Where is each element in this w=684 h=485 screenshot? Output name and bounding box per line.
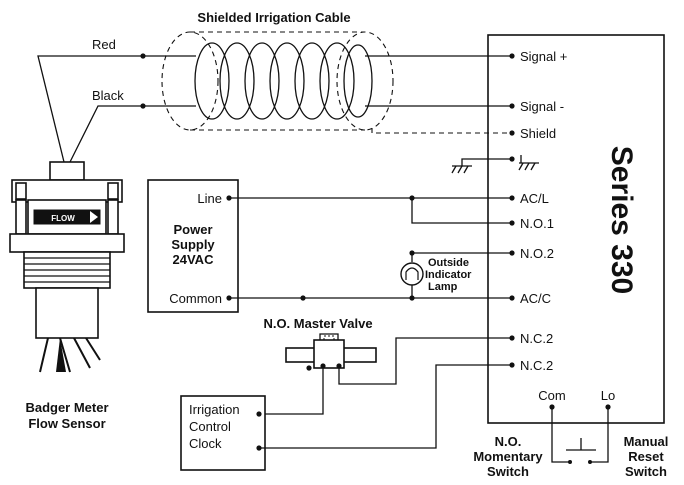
manual-reset-label-2: Reset	[628, 449, 664, 464]
valve-to-nc2-wire	[338, 337, 512, 385]
clock-to-nc2-wire	[259, 364, 512, 449]
series-330-title: Series 330	[605, 146, 638, 294]
sensor-label-line1: Badger Meter	[25, 400, 108, 415]
momentary-label-2: Momentary	[473, 449, 543, 464]
terminal-signal-plus: Signal +	[520, 49, 567, 64]
power-supply-title-2: Supply	[171, 237, 215, 252]
black-wire	[69, 105, 143, 163]
clock-label-2: Control	[189, 419, 231, 434]
shielded-cable	[143, 31, 512, 134]
shield-drain-wire	[371, 128, 512, 134]
shield-end-right	[336, 31, 394, 131]
terminal-no2: N.O.2	[520, 246, 554, 261]
terminal-com: Com	[538, 388, 565, 403]
wire-label-red: Red	[92, 37, 116, 52]
terminal-shield: Shield	[520, 126, 556, 141]
shield-end-left	[161, 31, 219, 131]
terminal-nc2-a: N.C.2	[520, 331, 553, 346]
lamp-label-3: Lamp	[428, 281, 458, 293]
lamp-label-2: Indicator	[425, 269, 472, 281]
terminal-signal-minus: Signal -	[520, 99, 564, 114]
terminal-no1: N.O.1	[520, 216, 554, 231]
manual-reset-label-1: Manual	[624, 434, 669, 449]
power-supply-box	[147, 179, 239, 313]
manual-reset-label-3: Switch	[625, 464, 667, 479]
ground-icon	[451, 158, 512, 174]
master-valve-icon	[285, 333, 377, 369]
valve-to-clock-wire	[259, 366, 324, 415]
lamp-label-1: Outside	[428, 257, 469, 269]
power-supply-title-1: Power	[173, 222, 212, 237]
valve-title: N.O. Master Valve	[263, 316, 372, 331]
flow-sensor-icon: FLOW	[9, 161, 125, 373]
no1-jumper	[411, 198, 512, 224]
terminal-acl: AC/L	[520, 191, 549, 206]
momentary-switch-icon	[551, 407, 609, 464]
power-supply-common: Common	[169, 291, 222, 306]
wire-label-black: Black	[92, 88, 124, 103]
red-wire	[37, 55, 143, 163]
momentary-label-3: Switch	[487, 464, 529, 479]
power-supply-line: Line	[197, 191, 222, 206]
clock-label-3: Clock	[189, 436, 222, 451]
cable-title: Shielded Irrigation Cable	[197, 10, 350, 25]
terminal-acc: AC/C	[520, 291, 551, 306]
clock-label-1: Irrigation	[189, 402, 240, 417]
indicator-lamp-icon	[400, 262, 424, 286]
terminal-block: Signal + Signal - Shield AC/L N.O.1 N.O.…	[509, 49, 615, 410]
momentary-label-1: N.O.	[495, 434, 522, 449]
terminal-ground-icon	[518, 155, 539, 171]
sensor-label-line2: Flow Sensor	[28, 416, 105, 431]
series-330-box	[487, 34, 665, 424]
terminal-nc2-b: N.C.2	[520, 358, 553, 373]
flow-label: FLOW	[51, 214, 75, 223]
terminal-lo: Lo	[601, 388, 615, 403]
irrigation-clock-box	[180, 395, 266, 471]
power-supply-title-3: 24VAC	[173, 252, 215, 267]
